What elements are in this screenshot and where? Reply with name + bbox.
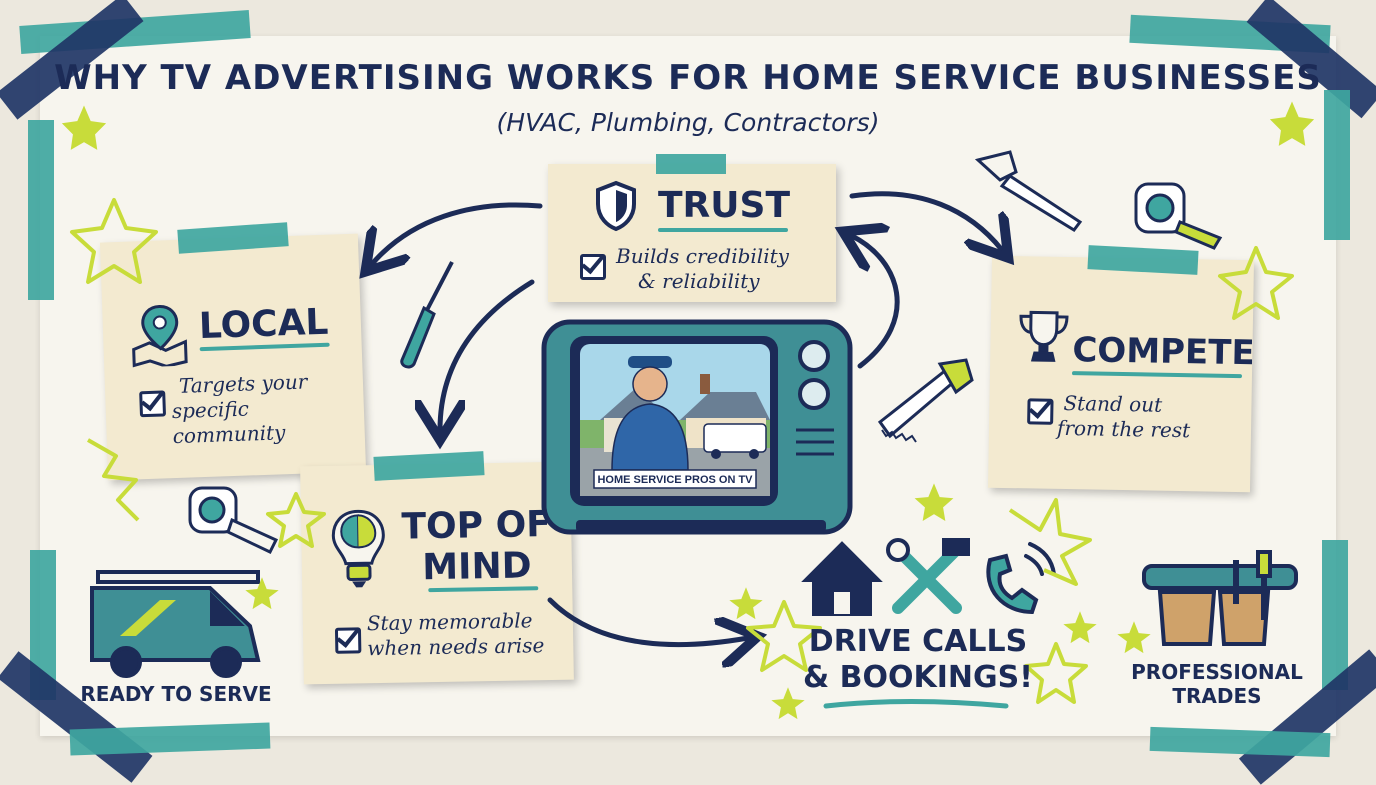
van-caption: READY TO SERVE (80, 682, 272, 706)
arrow-trust-to-local (372, 202, 543, 264)
tape-measure-icon (1134, 182, 1223, 250)
tv-icon (541, 319, 853, 535)
screwdriver-icon (400, 261, 454, 369)
star-icon (914, 483, 954, 521)
page-title: WHY TV ADVERTISING WORKS FOR HOME SERVIC… (54, 58, 1322, 98)
burst-icon (87, 438, 140, 522)
arrow-tv-to-trust (852, 236, 900, 369)
tape-left-edge (28, 120, 54, 300)
burst-icon (1008, 498, 1092, 586)
tape-measure-small-icon (188, 486, 279, 554)
page-subtitle: (HVAC, Plumbing, Contractors) (496, 108, 880, 137)
local-card: LOCAL Targets your specific community (99, 233, 367, 481)
star-icon (1024, 642, 1088, 704)
trust-card: TRUST Builds credibility & reliability (548, 164, 836, 302)
small-star-decorations (61, 101, 1315, 720)
outcome-text: DRIVE CALLS & BOOKINGS! (803, 624, 1033, 695)
shield-icon (596, 180, 636, 232)
tools-icon (886, 538, 970, 614)
star-decorations (70, 198, 1294, 704)
tape-right-edge (1324, 90, 1350, 240)
star-icon (1117, 621, 1151, 654)
illustration-layer: HOME SERVICE PROS ON TV (61, 101, 1315, 720)
star-icon (729, 587, 763, 620)
compete-card: COMPETE Stand out from the rest (987, 255, 1255, 493)
arrow-top-of-mind-to-calls (547, 597, 748, 645)
trust-tape (656, 154, 726, 174)
trust-heading: TRUST (658, 185, 790, 226)
tool-belt-icon (1142, 550, 1298, 646)
star-icon (1269, 101, 1315, 146)
trades-caption: PROFESSIONAL TRADES (1131, 660, 1303, 708)
star-icon (61, 105, 107, 150)
tape-right-lower (1322, 540, 1348, 690)
star-icon (266, 492, 326, 548)
star-icon (746, 600, 822, 672)
service-van-icon (90, 570, 261, 678)
arrow-trust-to-compete (849, 191, 1002, 250)
trust-underline (658, 228, 788, 232)
pipe-wrench-icon (974, 150, 1083, 232)
hand-saw-icon (877, 358, 974, 443)
outcome-underline (823, 699, 1009, 709)
star-icon (1218, 246, 1294, 320)
trust-description: Builds credibility & reliability (616, 244, 789, 293)
star-icon (245, 577, 279, 610)
star-icon (70, 198, 158, 284)
house-icon (801, 541, 883, 616)
tv-banner-text: HOME SERVICE PROS ON TV (597, 474, 753, 486)
lightbulb-brain-icon (331, 509, 385, 588)
map-pin-icon (132, 305, 188, 368)
top-of-mind-card: TOP OF MIND Stay memorable when needs ar… (300, 461, 574, 685)
trust-check-icon (580, 254, 606, 280)
trophy-icon (1019, 310, 1069, 362)
phone-icon (986, 542, 1056, 615)
arrow-trust-to-top-of-mind (440, 279, 535, 430)
star-icon (771, 687, 805, 720)
star-icon (1063, 611, 1097, 644)
